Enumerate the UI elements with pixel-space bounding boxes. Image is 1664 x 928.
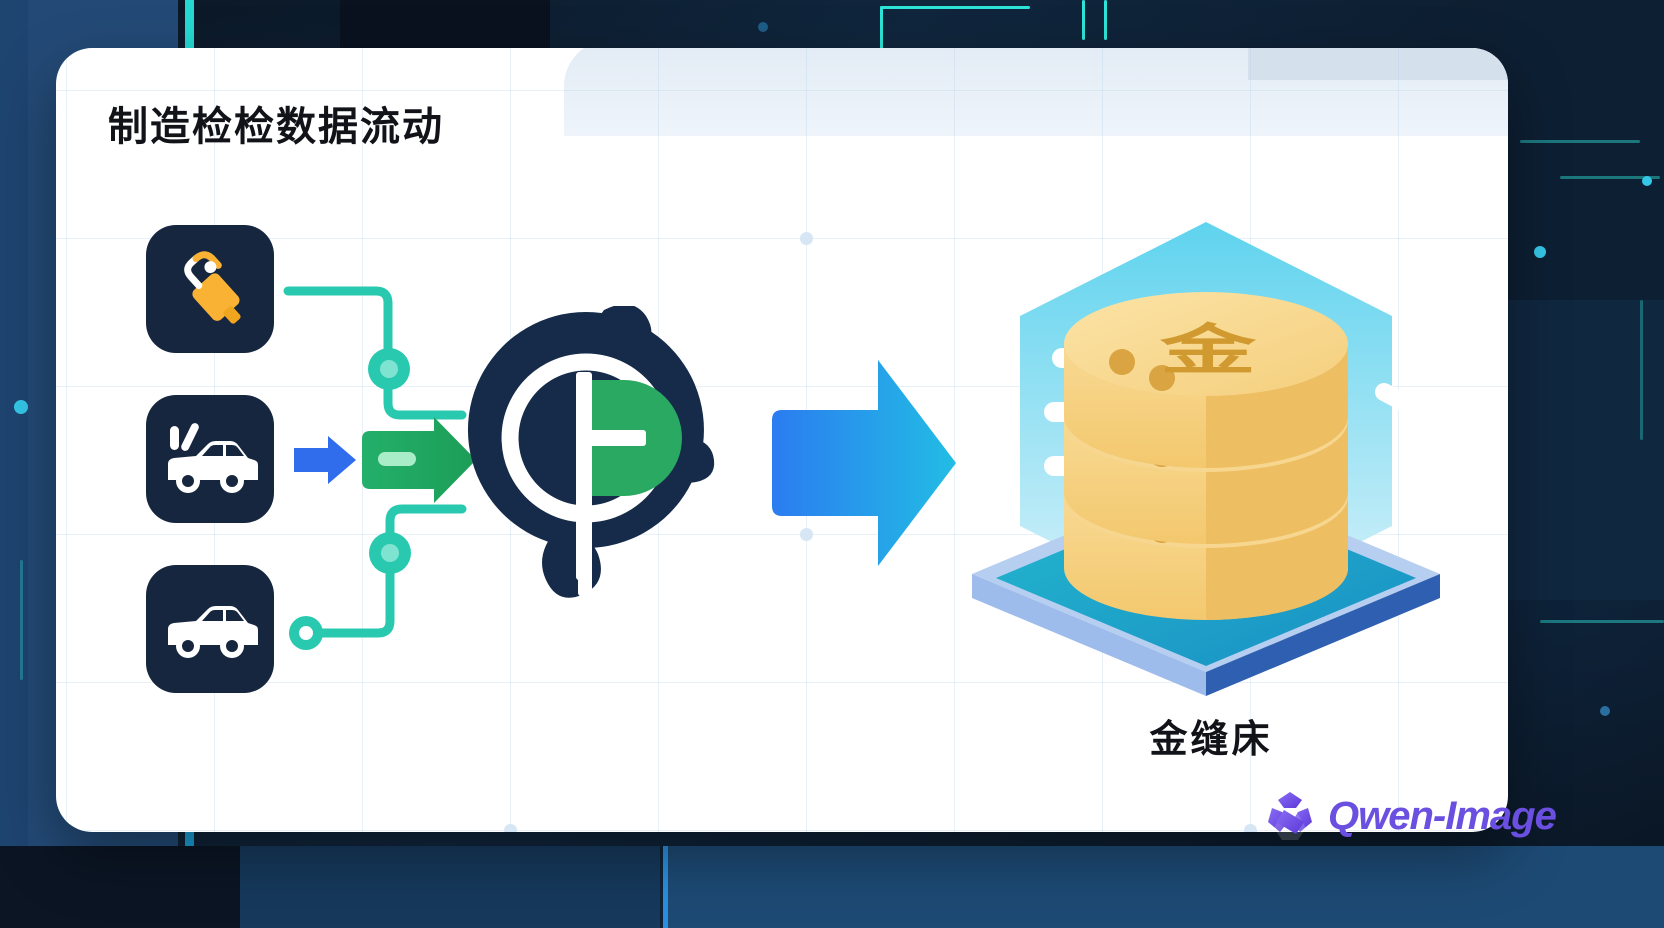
circuit-line [1104,0,1107,40]
central-platform-logo[interactable] [454,306,718,600]
circuit-line [1640,300,1643,440]
big-blue-arrow-icon [772,360,956,566]
grid-node-dot [800,232,813,245]
coin-badge-character: 金 [1159,321,1258,380]
watermark-label: Qwen-Image [1328,793,1557,838]
car-icon [168,606,258,658]
card-body: 制造检检数据流动 [56,48,1508,832]
circuit-line [1560,176,1660,179]
circuit-dot [1642,176,1652,186]
coin-led [1109,349,1135,375]
page-title: 制造检检数据流动 [108,105,444,149]
blue-arrow-icon [294,436,356,484]
damaged-car-icon [168,423,258,493]
plate-side-right [1206,574,1440,696]
connector-lines [283,286,956,650]
connector-endpoint-core [299,626,313,640]
circuit-line [20,560,23,680]
circuit-dot [1600,706,1610,716]
circuit-line [1540,620,1664,623]
connector-node-top-core [380,360,398,378]
connector-path-top [283,286,467,420]
connector-node-bottom-core [381,544,399,562]
circuit-dot [1534,246,1546,258]
circuit-line [1520,140,1640,143]
background-accent-stripe-bottom [185,760,194,928]
circuit-dot [758,22,768,32]
diagram-card: 制造检检数据流动 [56,48,1508,832]
circuit-line [880,6,1030,9]
coin-led [1149,365,1175,391]
watermark: Qwen-Image [1262,788,1557,844]
grid-node-dot [800,528,813,541]
source-node-damaged-car[interactable] [146,395,274,523]
green-arrow-icon [362,417,476,503]
qwen-logo-icon [1268,792,1312,840]
circuit-line [1082,0,1085,40]
grid-node-dot [1244,824,1257,832]
background-block-bottom-mid [240,846,660,928]
golden-database-stack: 金 [972,222,1440,696]
source-node-welding-tool[interactable] [146,225,274,353]
background-block-bottom-left [0,846,240,928]
green-arrow-highlight [378,452,416,466]
background-block-bottom-right [668,846,1664,928]
background-block-right-top [1500,0,1664,300]
coin-top-face [1064,292,1348,396]
welding-torch-icon [184,251,241,324]
backdrop-bracket [1375,383,1423,477]
destination-label: 金缝床 [1149,719,1273,761]
plate-side-left [972,574,1206,696]
grid-node-dot [504,824,517,832]
card-header-sheet-top [1248,48,1508,80]
circuit-line [880,6,883,66]
circuit-dot [14,400,28,414]
background-band-left [0,0,28,928]
source-node-car[interactable] [146,565,274,693]
background-block-divider [663,846,668,928]
